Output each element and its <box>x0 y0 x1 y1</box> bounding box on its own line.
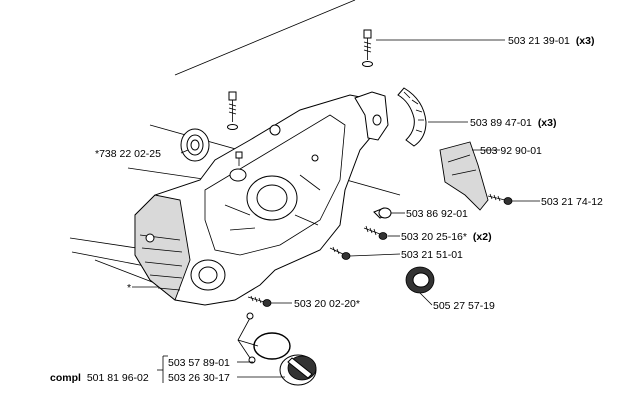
leader-lines <box>132 39 540 383</box>
crankcase-housing <box>134 91 389 306</box>
bearing-part <box>180 128 210 162</box>
label-screw-lower: 503 20 02-20* <box>294 298 360 310</box>
screw-lower-part <box>247 295 272 307</box>
spring-part <box>237 312 259 364</box>
label-guard-plate: 503 92 90-01 <box>480 145 542 157</box>
screw-top-part <box>362 29 373 67</box>
label-washer: 505 27 57-19 <box>433 300 495 312</box>
guard-plate-part <box>439 141 489 211</box>
washer-part <box>405 266 435 294</box>
cap-part <box>279 354 317 386</box>
screw-right-part <box>487 193 513 205</box>
label-screw-small: 503 21 51-01 <box>401 249 463 261</box>
label-star: * <box>127 282 131 294</box>
screw-mid-part <box>363 225 388 240</box>
bushing-part <box>373 207 392 219</box>
label-spring: 503 57 89-01 <box>168 357 230 369</box>
label-screw-mid: 503 20 25-16* (x2) <box>401 231 492 243</box>
label-bushing: 503 86 92-01 <box>406 208 468 220</box>
label-screw-top: 503 21 39-01 (x3) <box>508 35 595 47</box>
label-bearing: *738 22 02-25 <box>95 148 161 160</box>
label-compl: compl 501 81 96-02 <box>50 372 149 384</box>
screw-small-part <box>329 246 351 260</box>
label-screw-right: 503 21 74-12 <box>541 196 603 208</box>
o-ring-part <box>253 332 291 360</box>
clip-part <box>397 87 427 147</box>
screw-upper-left-part <box>227 91 238 130</box>
label-cap: 503 26 30-17 <box>168 372 230 384</box>
label-clip: 503 89 47-01 (x3) <box>470 117 557 129</box>
screw-center-part <box>235 151 243 166</box>
